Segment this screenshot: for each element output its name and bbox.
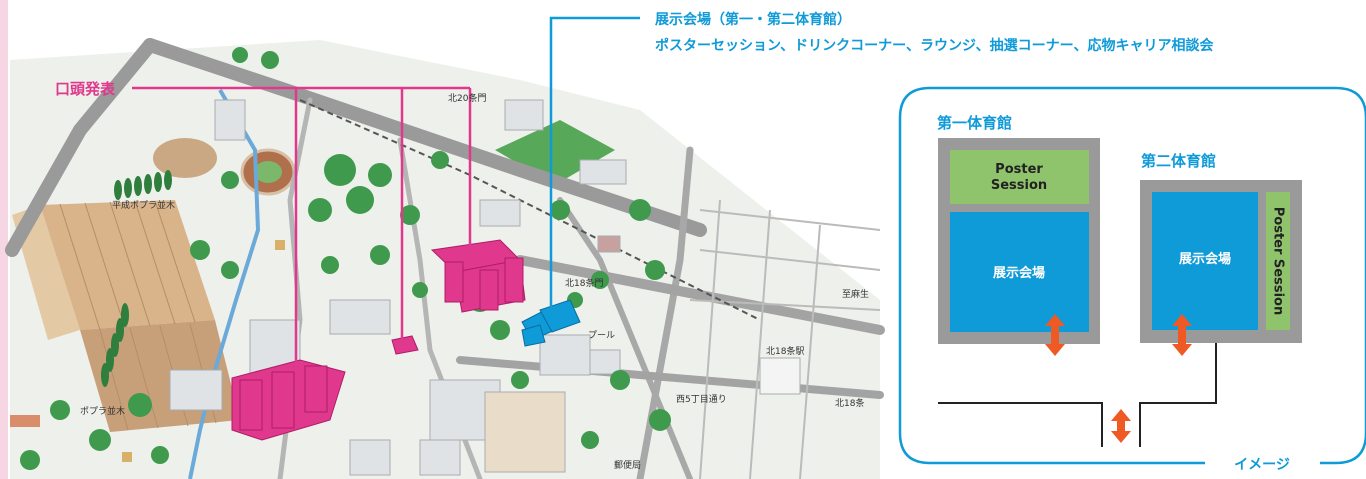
label-kita18-station: 北18条駅 bbox=[766, 345, 804, 357]
entrance-arrows bbox=[1045, 314, 1192, 443]
exhibition-callout-title: 展示会場（第一・第二体育館） bbox=[655, 11, 851, 28]
image-label: イメージ bbox=[1234, 457, 1290, 473]
gym2-poster-label: Poster Session bbox=[1271, 207, 1286, 315]
railway bbox=[299, 99, 761, 321]
gym2-exhibition-area bbox=[1152, 192, 1258, 330]
gym1-poster-line1: Poster bbox=[995, 162, 1043, 177]
campus-map: 北20条門 北18条門 プール 平成ポプラ並木 ポプラ並木 至麻生 北18条駅 … bbox=[5, 11, 1214, 479]
gym2-title: 第二体育館 bbox=[1141, 152, 1216, 170]
inset-frame bbox=[898, 86, 1366, 465]
arrow-gym1 bbox=[1045, 314, 1065, 356]
label-kita20-gate: 北20条門 bbox=[448, 92, 486, 104]
roof-building bbox=[10, 415, 40, 427]
arrow-gym2 bbox=[1172, 314, 1192, 356]
river bbox=[188, 88, 261, 479]
exhibition-callout-detail: ポスターセッション、ドリンクコーナー、ラウンジ、抽選コーナー、応物キャリア相談会 bbox=[655, 37, 1214, 54]
venue-inset: イメージ 第一体育館 Poster Session 展示会場 第二体育館 展示会… bbox=[898, 86, 1366, 473]
label-asabu: 至麻生 bbox=[842, 288, 869, 300]
gym2-poster-area bbox=[1266, 192, 1290, 330]
marker bbox=[122, 452, 132, 462]
oral-callout-lines bbox=[132, 86, 472, 380]
edge-strip bbox=[0, 0, 8, 479]
gym2-exhibition-label: 展示会場 bbox=[1179, 251, 1231, 267]
arrow-corridor bbox=[1111, 409, 1131, 443]
sports-field bbox=[153, 138, 217, 178]
gym1-exhibition-label: 展示会場 bbox=[993, 265, 1045, 281]
marker bbox=[275, 240, 285, 250]
label-nishi5: 西5丁目通り bbox=[676, 394, 727, 405]
poplar-rows bbox=[101, 170, 172, 387]
gym1-exhibition-area bbox=[950, 212, 1089, 332]
exhibition-callout-line bbox=[549, 16, 640, 318]
oral-callout-label: 口頭発表 bbox=[55, 80, 116, 98]
corridor-lines bbox=[938, 343, 1217, 447]
label-kita18: 北18条 bbox=[835, 397, 864, 409]
gray-buildings bbox=[169, 99, 801, 476]
lawn bbox=[495, 120, 615, 185]
label-heisei-poplar: 平成ポプラ並木 bbox=[112, 199, 175, 211]
label-poplar: ポプラ並木 bbox=[80, 405, 125, 417]
gym1-poster-line2: Session bbox=[991, 178, 1047, 193]
gym1-title: 第一体育館 bbox=[937, 114, 1012, 132]
label-kita18-gate: 北18条門 bbox=[565, 277, 603, 289]
label-post-office: 郵便局 bbox=[614, 459, 641, 471]
exhibition-buildings bbox=[521, 299, 581, 347]
label-pool: プール bbox=[588, 330, 615, 341]
east-grid bbox=[689, 199, 881, 479]
gym1-poster-area bbox=[950, 150, 1089, 204]
farmland bbox=[12, 200, 240, 432]
trees bbox=[20, 47, 671, 470]
oral-buildings bbox=[231, 239, 526, 441]
